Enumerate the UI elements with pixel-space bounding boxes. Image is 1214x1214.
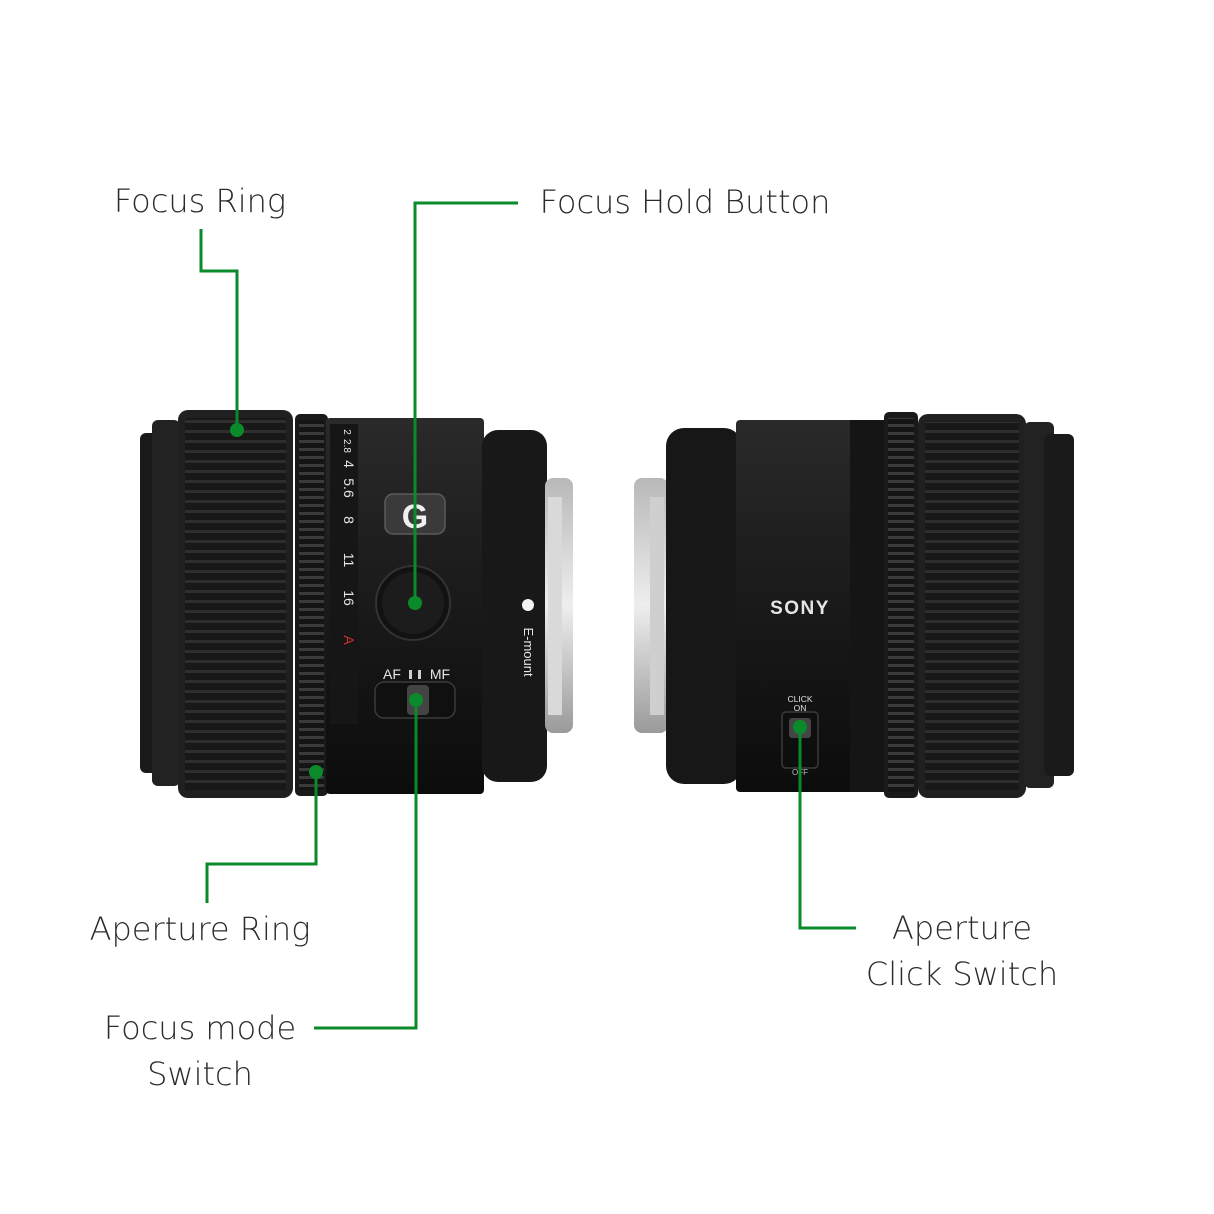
- aperture-scale-mark: 16: [341, 590, 357, 606]
- aperture-scale-mark: 2: [341, 429, 352, 435]
- focus-ring-label: Focus Ring: [113, 182, 287, 220]
- left-lens: [140, 410, 573, 798]
- focus-mode-switch-label-line2: Switch: [147, 1055, 253, 1093]
- focus-hold-button-dot: [408, 596, 422, 610]
- aperture-scale-mark: 5.6: [341, 478, 357, 498]
- mf-label: MF: [430, 666, 450, 682]
- aperture-ring-leader: [205, 775, 318, 903]
- focus-ring-grip: [185, 418, 286, 790]
- aperture-click-switch-label-line1: Aperture: [891, 909, 1032, 947]
- focus-mode-switch-label: Focus mode Switch: [80, 1005, 320, 1097]
- focus-ring-dot: [230, 423, 244, 437]
- aperture-ring-label: Aperture Ring: [89, 910, 311, 948]
- aperture-ring-dot: [309, 765, 323, 779]
- aperture-click-switch-dot: [793, 720, 807, 734]
- focus-ring-leader: [199, 229, 239, 428]
- aperture-auto-mark: A: [341, 635, 357, 645]
- focus-hold-button-leader: [413, 201, 518, 603]
- aperture-click-switch-label: Aperture Click Switch: [852, 905, 1072, 997]
- right-lens: [634, 412, 1074, 798]
- focus-hold-button-label: Focus Hold Button: [539, 183, 831, 221]
- focus-mode-switch-label-line1: Focus mode: [103, 1009, 297, 1047]
- focus-mode-switch-leader: [314, 703, 418, 1030]
- focus-mode-switch-dot: [409, 693, 423, 707]
- brand-logo: SONY: [770, 598, 830, 619]
- mount-label: E-mount: [521, 627, 536, 677]
- aperture-scale-mark: 4: [341, 460, 357, 468]
- lens-barrel-right: [736, 420, 886, 792]
- aperture-click-switch-leader: [798, 727, 856, 930]
- rear-barrel: [482, 430, 547, 782]
- aperture-click-switch-label-line2: Click Switch: [865, 955, 1059, 993]
- aperture-scale-mark: 11: [341, 553, 357, 568]
- mount-index-dot: [522, 599, 534, 611]
- aperture-scale-mark: 2.8: [341, 439, 352, 453]
- aperture-scale-mark: 8: [341, 516, 357, 524]
- af-label: AF: [383, 666, 401, 682]
- callout-dots: [230, 423, 807, 779]
- callout-lines: [199, 201, 856, 1030]
- aperture-scale: 2 2.8 4 5.6 8 11 16A: [341, 429, 357, 645]
